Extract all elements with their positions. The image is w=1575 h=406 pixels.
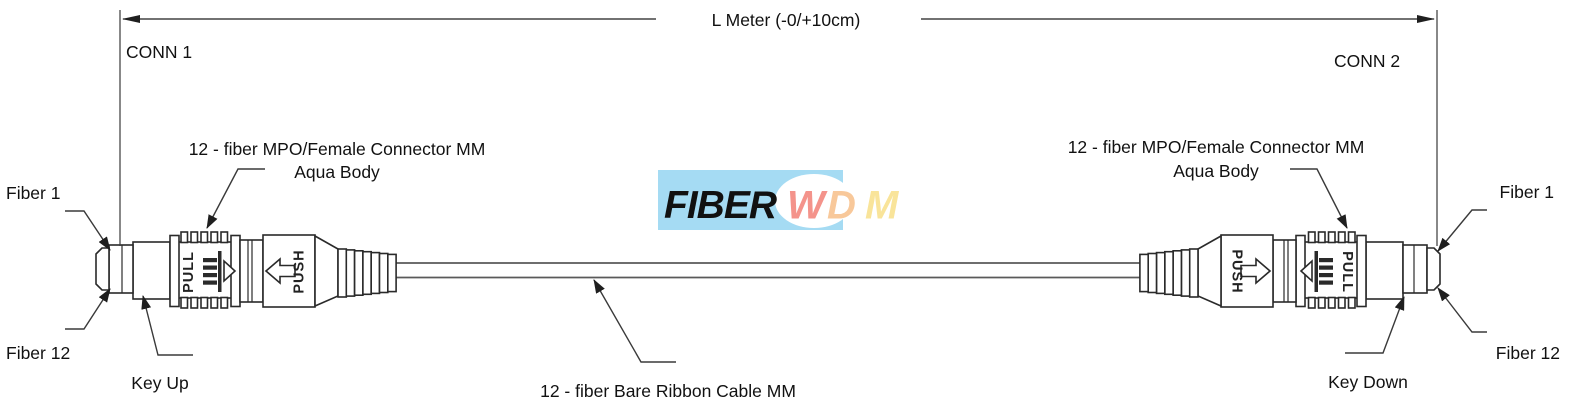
- logo-letter-d: D: [827, 184, 856, 228]
- leader-lines: [65, 168, 1487, 363]
- connector-left-desc-line1: 12 - fiber MPO/Female Connector MM: [189, 139, 486, 159]
- fiber1-left-label: Fiber 1: [6, 183, 60, 203]
- mpo-connector-right-graphic: [1139, 231, 1441, 309]
- connector-right-desc-line1: 12 - fiber MPO/Female Connector MM: [1068, 137, 1365, 157]
- leader-fiber12-left: [65, 288, 111, 330]
- cable-label: 12 - fiber Bare Ribbon Cable MM: [540, 381, 796, 401]
- leader-key-down: [1345, 296, 1405, 354]
- fiber1-right-label: Fiber 1: [1500, 182, 1554, 202]
- mpo-connector-left-graphic: [95, 231, 397, 309]
- ribbon-cable: [396, 262, 1140, 279]
- leader-key-up: [141, 295, 193, 356]
- leader-connector-desc-right: [1290, 168, 1348, 229]
- connector-left-desc-line2: Aqua Body: [294, 162, 380, 182]
- conn1-label: CONN 1: [126, 42, 192, 62]
- leader-cable: [593, 279, 676, 363]
- fiber12-right-label: Fiber 12: [1496, 343, 1560, 363]
- leader-fiber12-right: [1437, 287, 1487, 333]
- leader-fiber1-right: [1437, 209, 1487, 252]
- fiberwdm-logo: FIBER W D M: [658, 170, 900, 230]
- logo-word-wdm: W D M: [787, 184, 900, 228]
- fiber12-left-label: Fiber 12: [6, 343, 70, 363]
- logo-word-fiber: FIBER: [664, 184, 777, 227]
- logo-letter-w: W: [787, 184, 828, 228]
- length-dimension: L Meter (-0/+10cm): [119, 10, 1438, 246]
- push-marking-left: PUSH: [292, 249, 308, 293]
- connector-right-desc-line2: Aqua Body: [1173, 161, 1259, 181]
- leader-connector-desc-left: [206, 168, 265, 229]
- key-up-label: Key Up: [131, 373, 188, 393]
- dimension-label: L Meter (-0/+10cm): [712, 10, 861, 30]
- leader-fiber1-left: [65, 210, 111, 251]
- logo-letter-m: M: [865, 184, 900, 228]
- conn2-label: CONN 2: [1334, 51, 1400, 71]
- key-down-label: Key Down: [1328, 372, 1408, 392]
- pull-marking-right: PULL: [1339, 251, 1355, 293]
- logo-ellipse: [775, 174, 853, 228]
- push-marking-right: PUSH: [1229, 249, 1245, 293]
- pull-marking-left: PULL: [181, 251, 197, 293]
